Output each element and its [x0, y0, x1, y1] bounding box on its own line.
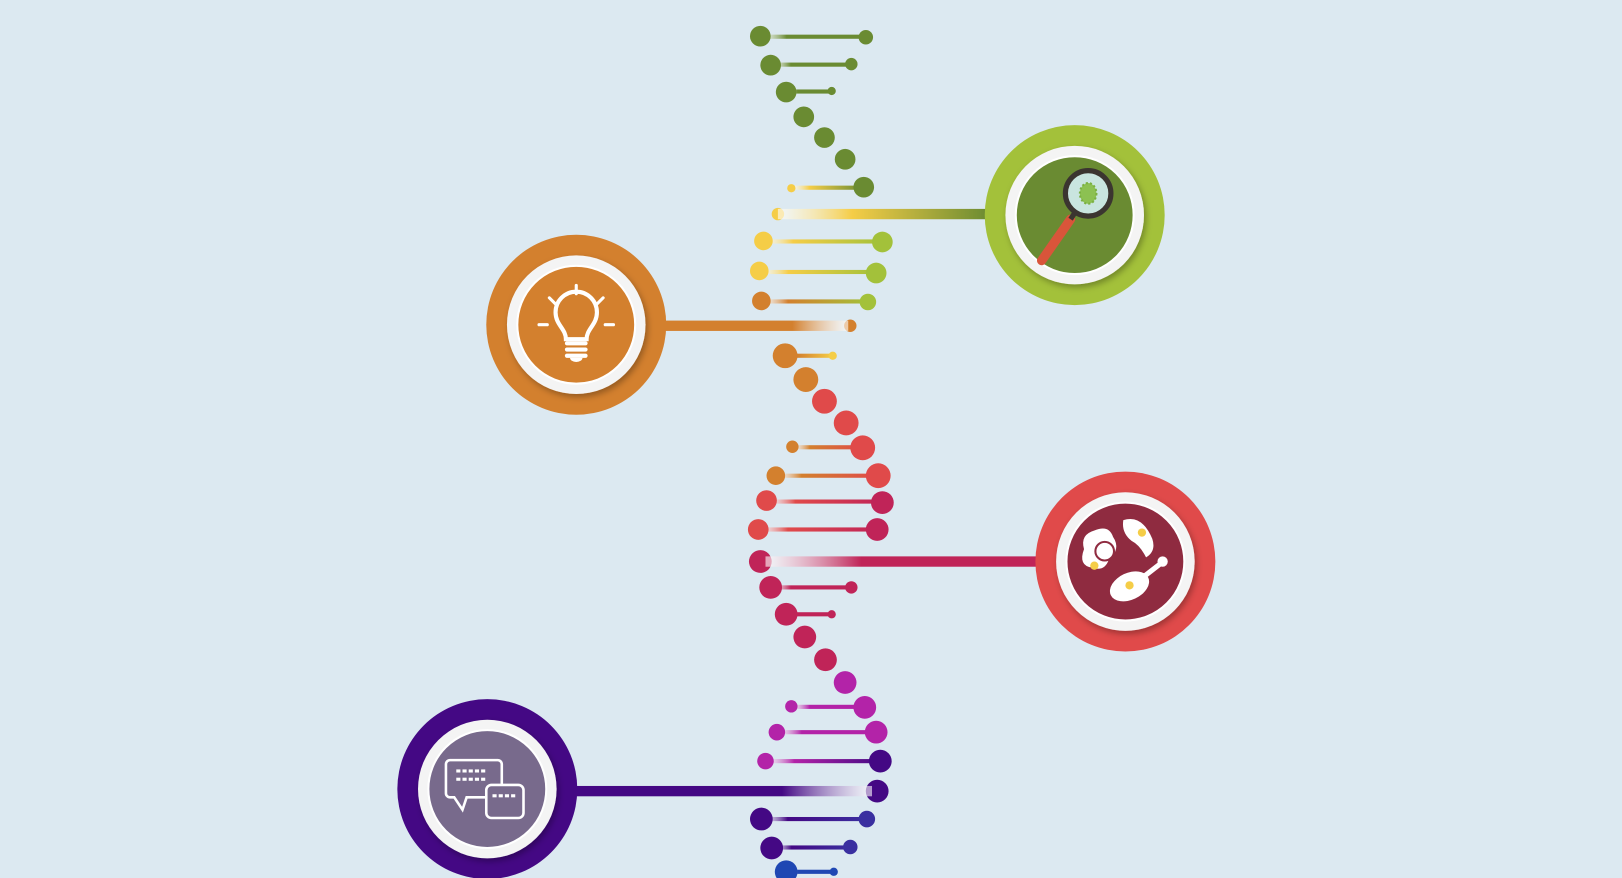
base-pair-rung — [771, 845, 851, 850]
nucleotide-dot — [760, 54, 782, 76]
nucleotide-dot — [775, 81, 797, 103]
base-pair-rung — [770, 585, 852, 590]
base-pair-rung — [792, 445, 863, 450]
nucleotide-dot — [850, 435, 876, 461]
base-pair-rung — [770, 62, 852, 67]
base-pair-rung — [759, 269, 877, 275]
nucleotide-dot — [865, 463, 891, 489]
nucleotide-dot — [829, 867, 838, 876]
nucleotide-dot — [748, 550, 772, 573]
nucleotide-dot — [760, 836, 784, 860]
base-pair-rung — [786, 869, 834, 874]
inner-disc — [516, 264, 637, 385]
nucleotide-dot — [814, 648, 837, 672]
communication-node — [397, 699, 578, 878]
nucleotide-dot — [786, 440, 799, 453]
nucleotide-dot — [833, 671, 857, 694]
research-node — [984, 125, 1165, 306]
nucleotide-dot — [864, 720, 888, 744]
dna-helix — [572, 25, 1040, 878]
idea-node — [486, 234, 667, 415]
food-icon — [1082, 518, 1168, 602]
nucleotide-dot — [768, 723, 786, 741]
nucleotide-dot — [858, 810, 876, 828]
nucleotide-dot — [843, 839, 858, 855]
nucleotide-dot — [754, 231, 773, 251]
base-pair-rung — [775, 473, 879, 478]
food-node — [1035, 471, 1216, 652]
nucleotide-dot — [766, 466, 786, 486]
nucleotide-dot — [785, 700, 798, 713]
base-pair-rung — [760, 34, 866, 39]
nucleotide-dot — [859, 293, 877, 311]
nucleotide-dot — [858, 29, 874, 45]
nucleotide-dot — [747, 519, 769, 540]
nucleotide-dot — [756, 490, 777, 511]
nucleotide-dot — [774, 602, 798, 626]
nucleotide-dot — [872, 231, 893, 253]
nucleotide-dot — [759, 576, 783, 599]
lightbulb-icon — [537, 283, 616, 362]
nucleotide-dot — [812, 388, 837, 414]
nucleotide-dot — [828, 351, 837, 360]
nucleotide-dot — [793, 367, 819, 392]
nucleotide-dot — [793, 625, 817, 649]
nucleotide-dot — [749, 807, 773, 831]
nucleotide-dot — [853, 695, 877, 719]
nucleotide-dot — [749, 261, 769, 281]
base-pair-rung — [761, 299, 868, 304]
connector-food — [765, 556, 1040, 567]
base-pair-rung — [766, 499, 883, 504]
nucleotide-dot — [865, 779, 889, 803]
connector-idea — [662, 320, 849, 331]
nucleotide-dot — [774, 860, 798, 878]
base-pair-rung — [758, 527, 878, 532]
nucleotide-dot — [853, 176, 875, 198]
base-pair-rung — [791, 704, 865, 709]
nucleotide-dot — [749, 25, 771, 47]
nucleotide-dot — [845, 57, 858, 71]
base-pair-rung — [761, 816, 867, 822]
nucleotide-dot — [845, 581, 858, 594]
base-pair-rung — [786, 612, 832, 617]
base-pair-rung — [776, 730, 877, 735]
nucleotide-dot — [787, 184, 796, 193]
base-pair-rung — [763, 239, 883, 244]
connector-communication — [572, 785, 873, 797]
nucleotide-dot — [793, 106, 815, 128]
nucleotide-dot — [827, 86, 836, 96]
nucleotide-dot — [870, 491, 894, 514]
nucleotide-dot — [757, 752, 774, 770]
magnifier-bacteria-icon — [1036, 168, 1114, 266]
topic-nodes — [397, 125, 1216, 878]
chat-bubbles-icon — [444, 758, 525, 820]
nucleotide-dot — [752, 291, 771, 311]
connector-research — [777, 208, 990, 220]
nucleotide-dot — [833, 410, 859, 436]
base-pair-rung — [786, 89, 832, 94]
base-pair-rung — [785, 353, 833, 358]
base-pair-rung — [765, 759, 881, 764]
nucleotide-dot — [814, 127, 835, 148]
nucleotide-dot — [868, 749, 892, 773]
base-pair-rung — [791, 185, 864, 190]
nucleotide-dot — [827, 610, 836, 619]
nucleotide-dot — [834, 148, 856, 170]
nucleotide-dot — [865, 262, 887, 284]
nucleotide-dot — [865, 518, 889, 541]
nucleotide-dot — [772, 343, 798, 369]
